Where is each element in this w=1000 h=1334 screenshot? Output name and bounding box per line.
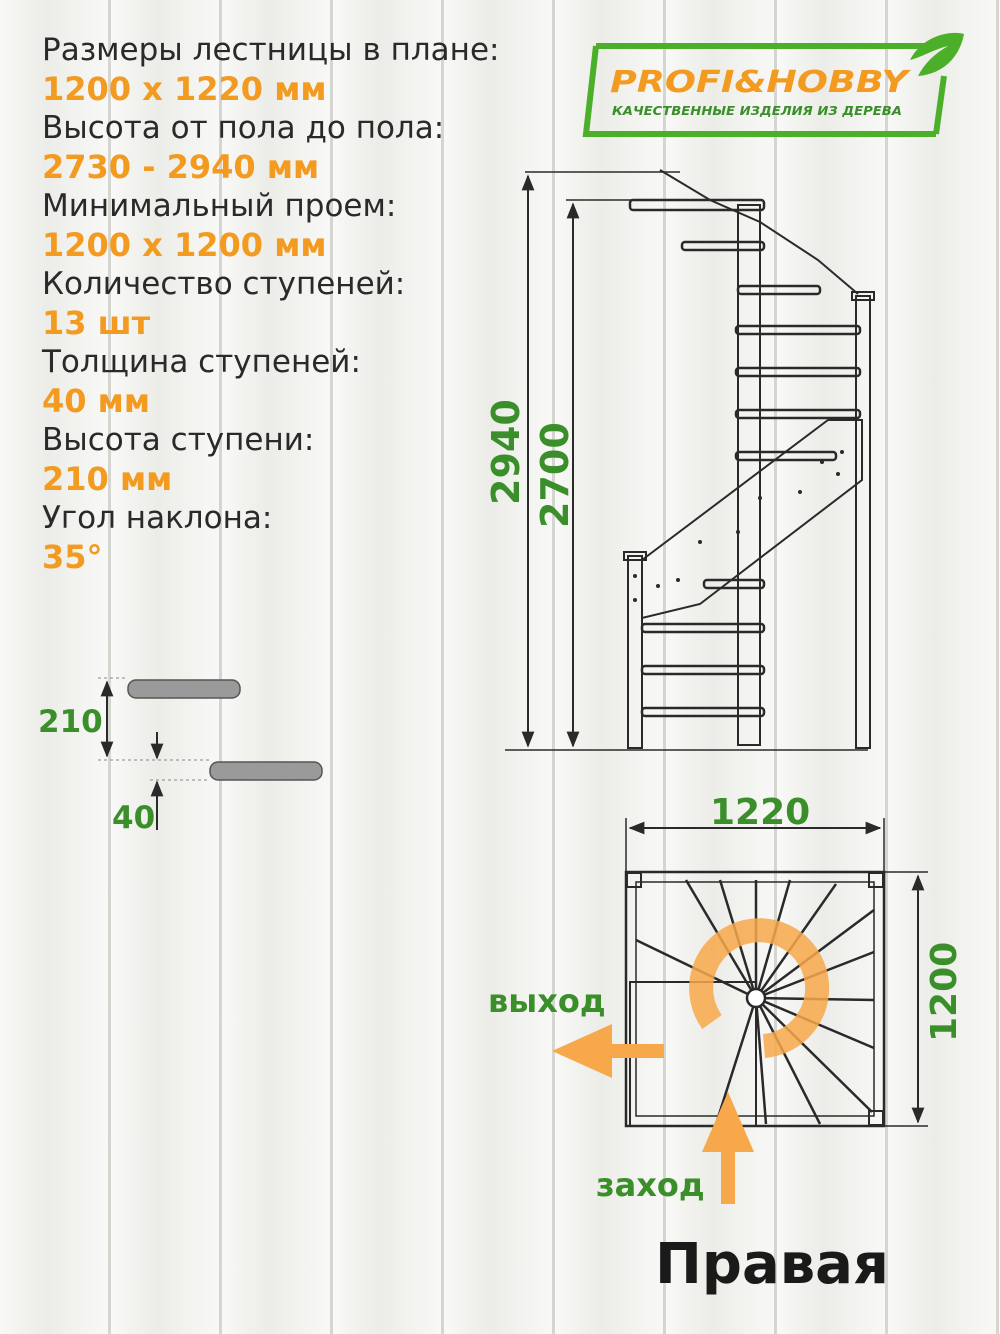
spec-item: Количество ступеней: 13 шт: [42, 264, 582, 342]
step-detail: [98, 677, 323, 830]
spec-item: Минимальный проем: 1200 х 1200 мм: [42, 186, 582, 264]
spec-value: 2730 - 2940 мм: [42, 148, 320, 186]
spec-value: 210 мм: [42, 460, 173, 498]
spec-list: Размеры лестницы в плане: 1200 х 1220 мм…: [42, 30, 582, 576]
step-upper: [127, 679, 241, 699]
spec-label: Размеры лестницы в плане:: [42, 32, 500, 68]
dimension-depth: 1200: [924, 942, 965, 1042]
exit-label: выход: [488, 982, 606, 1020]
spec-label: Высота от пола до пола:: [42, 110, 445, 146]
spec-label: Угол наклона:: [42, 500, 273, 536]
spec-value: 1200 х 1200 мм: [42, 226, 327, 264]
entry-label: заход: [596, 1166, 705, 1204]
spec-item: Высота ступени: 210 мм: [42, 420, 582, 498]
brand-logo: PROFI&HOBBY КАЧЕСТВЕННЫЕ ИЗДЕЛИЯ ИЗ ДЕРЕ…: [582, 32, 964, 137]
spec-item: Высота от пола до пола: 2730 - 2940 мм: [42, 108, 582, 186]
spec-value: 35°: [42, 538, 103, 576]
spec-value: 13 шт: [42, 304, 151, 342]
spec-label: Высота ступени:: [42, 422, 315, 458]
dimension-step-thickness: 40: [112, 800, 155, 836]
step-lower: [209, 761, 323, 781]
dimension-total-height: 2940: [484, 399, 528, 505]
spec-item: Угол наклона: 35°: [42, 498, 582, 576]
spec-value: 40 мм: [42, 382, 150, 420]
spec-label: Количество ступеней:: [42, 266, 406, 302]
exit-arrow-icon: [552, 1024, 664, 1078]
leaf-icon: [910, 32, 964, 76]
dimension-inner-height: 2700: [533, 422, 577, 528]
spec-label: Минимальный проем:: [42, 188, 397, 224]
logo-tagline: КАЧЕСТВЕННЫЕ ИЗДЕЛИЯ ИЗ ДЕРЕВА: [612, 104, 902, 118]
entry-arrow-icon: [702, 1092, 754, 1204]
spec-label: Толщина ступеней:: [42, 344, 361, 380]
dimension-width: 1220: [710, 792, 810, 833]
orientation-caption: Правая: [655, 1232, 889, 1297]
spec-item: Размеры лестницы в плане: 1200 х 1220 мм: [42, 30, 582, 108]
plan-view: [624, 818, 928, 1128]
spec-item: Толщина ступеней: 40 мм: [42, 342, 582, 420]
side-view: [505, 169, 875, 751]
dimension-step-height: 210: [38, 704, 103, 740]
logo-brand: PROFI&HOBBY: [610, 65, 912, 100]
spec-value: 1200 х 1220 мм: [42, 70, 327, 108]
